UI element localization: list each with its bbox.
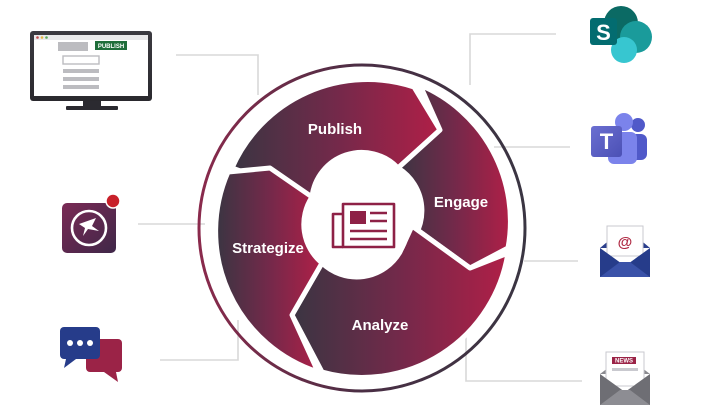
sharepoint-icon: S — [590, 6, 652, 63]
newspaper-icon — [331, 202, 396, 249]
monitor-publish-text: PUBLISH — [98, 44, 124, 50]
teams-icon: T — [591, 113, 647, 164]
connector-sharepoint — [469, 33, 556, 85]
segment-analyze — [289, 223, 511, 380]
sharepoint-letter: S — [596, 20, 611, 45]
cycle-segments — [213, 77, 513, 380]
teams-letter: T — [600, 129, 614, 154]
connector-lines — [138, 33, 582, 382]
label-engage: Engage — [434, 194, 488, 211]
connector-newsletter — [465, 335, 582, 382]
publish-monitor-icon: PUBLISH — [30, 31, 152, 110]
chat-bubbles-icon — [60, 327, 122, 382]
label-strategize: Strategize — [232, 240, 304, 257]
connector-chat — [160, 320, 239, 361]
email-at-symbol: @ — [618, 234, 633, 251]
email-icon: @ — [600, 225, 650, 277]
segment-publish — [229, 77, 443, 200]
newsletter-news-text: NEWS — [615, 359, 633, 365]
segment-strategize — [213, 165, 325, 375]
connector-monitor — [176, 54, 259, 95]
app-bird-icon — [62, 193, 121, 253]
outer-ring — [197, 63, 527, 393]
newsletter-icon: NEWS — [600, 351, 650, 405]
label-publish: Publish — [308, 121, 362, 138]
label-analyze: Analyze — [352, 317, 409, 334]
